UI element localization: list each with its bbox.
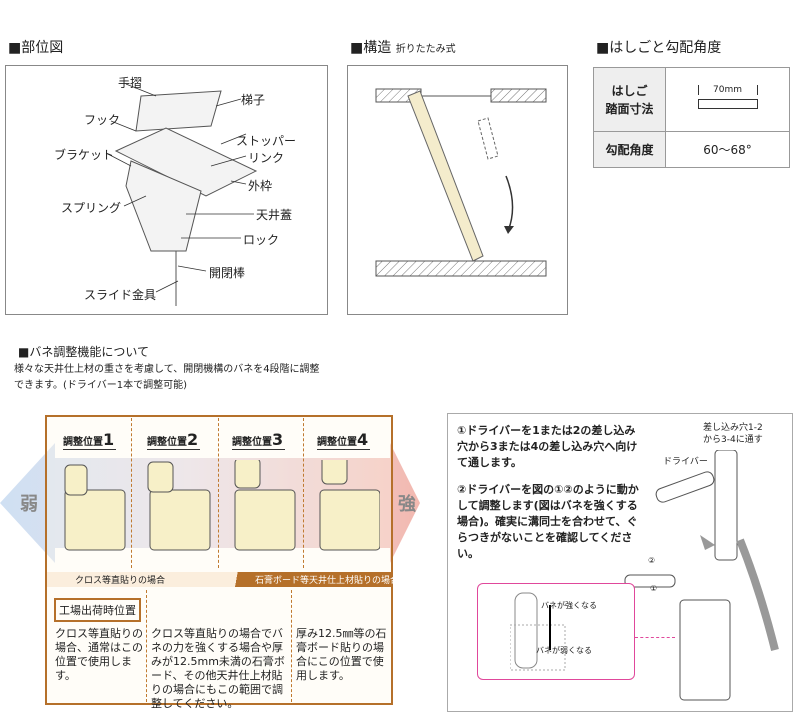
label-open-rod: 開閉棒 [209, 266, 246, 280]
spec-title: ■はしごと勾配角度 [596, 40, 722, 56]
adjust-label: 調整位置 [317, 437, 357, 448]
adjust-position-1: 調整位置1 [63, 430, 117, 450]
weaker-label: バネが弱くなる [536, 646, 592, 655]
spec-row-tread: はしご 踏面寸法 70mm [593, 67, 790, 132]
label-bracket: ブラケット [54, 148, 115, 162]
adjust-num: 3 [272, 430, 284, 449]
label-stopper: ストッパー [236, 134, 297, 148]
spec-table: はしご 踏面寸法 70mm 勾配角度 60〜68° [593, 67, 790, 168]
divider [291, 590, 292, 702]
driver-label: ドライバー [663, 457, 708, 467]
adjustment-illustration [624, 450, 779, 701]
structure-subtitle: 折りたたみ式 [395, 44, 456, 55]
structure-title: ■構造 折りたたみ式 [350, 37, 456, 57]
spec-row-angle: 勾配角度 60〜68° [593, 131, 790, 168]
usage-cell-1: クロス等直貼りの場合、通常はこの位置で使用します。 [55, 627, 143, 682]
label-link: リンク [248, 151, 285, 165]
adjust-num: 2 [187, 430, 199, 449]
usage-cell-3: 厚み12.5㎜等の石膏ボード貼りの場合にこの位置で使用します。 [296, 627, 387, 682]
detail-callout [477, 583, 635, 680]
adjust-num: 1 [103, 430, 115, 449]
spring-title: ■バネ調整機能について [18, 345, 149, 359]
step-2: ②ドライバーを図の①②のように動かして調整します(図はバネを強くする場合)。確実… [457, 483, 639, 560]
tread-size: 70mm [697, 84, 758, 95]
parts-diagram: 手摺 梯子 フック ストッパー ブラケット リンク 外枠 スプリング 天井蓋 ロ… [5, 65, 328, 315]
adjust-position-3: 調整位置3 [232, 430, 286, 450]
stronger-label: バネが強くなる [541, 601, 597, 610]
divider [146, 590, 147, 702]
spec-label: はしご 踏面寸法 [593, 67, 666, 132]
weak-label: 弱 [20, 494, 38, 515]
parts-title: ■部位図 [8, 40, 64, 56]
label-handrail: 手摺 [118, 76, 143, 90]
label-ladder: 梯子 [241, 93, 266, 107]
adjust-label: 調整位置 [63, 437, 103, 448]
divider [131, 418, 132, 568]
label-lock: ロック [243, 233, 280, 247]
usage-band [47, 572, 391, 587]
callout-connector [635, 637, 675, 638]
factory-position-badge: 工場出荷時位置 [54, 598, 141, 622]
adjust-label: 調整位置 [147, 437, 187, 448]
band-right-label: 石膏ボード等天井仕上材貼りの場合 [255, 576, 400, 586]
adjust-position-2: 調整位置2 [147, 430, 201, 450]
mark-1: ① [650, 584, 658, 593]
structure-title-text: ■構造 [350, 40, 392, 56]
spec-label: 勾配角度 [593, 131, 666, 168]
usage-cell-2: クロス等直貼りの場合でバネの力を強くする場合や厚みが12.5mm未満の石膏ボード… [151, 627, 285, 710]
tread-shape [697, 98, 758, 109]
adjust-num: 4 [357, 430, 369, 449]
attic-ladder-illustration [105, 83, 258, 306]
divider [303, 418, 304, 568]
adjust-label: 調整位置 [232, 437, 272, 448]
band-left-label: クロス等直貼りの場合 [75, 576, 166, 586]
label-slide-fitting: スライド金具 [84, 288, 157, 302]
spring-desc-2: できます。(ドライバー1本で調整可能) [14, 380, 187, 391]
structure-diagram [347, 65, 568, 315]
bracket-illustrations [64, 460, 380, 551]
folding-structure-illustration [375, 88, 547, 277]
bracket-detail-icon [510, 592, 566, 671]
mark-2: ② [648, 556, 656, 565]
tread-diagram: 70mm [665, 67, 790, 132]
spec-value: 60〜68° [665, 131, 790, 168]
label-hook: フック [84, 113, 121, 127]
label-outer-frame: 外枠 [248, 179, 273, 193]
label-ceiling-lid: 天井蓋 [256, 208, 293, 222]
strong-label: 強 [398, 494, 416, 515]
step-1: ①ドライバーを1または2の差し込み穴から3または4の差し込み穴へ向けて通します。 [457, 424, 638, 469]
divider [218, 418, 219, 568]
spring-desc-1: 様々な天井仕上材の重さを考慮して、開閉機構のバネを4段階に調整 [14, 364, 320, 375]
hole-note: 差し込み穴1-2 から3-4に通す [703, 423, 763, 445]
label-spring: スプリング [61, 201, 122, 215]
adjust-position-4: 調整位置4 [317, 430, 371, 450]
